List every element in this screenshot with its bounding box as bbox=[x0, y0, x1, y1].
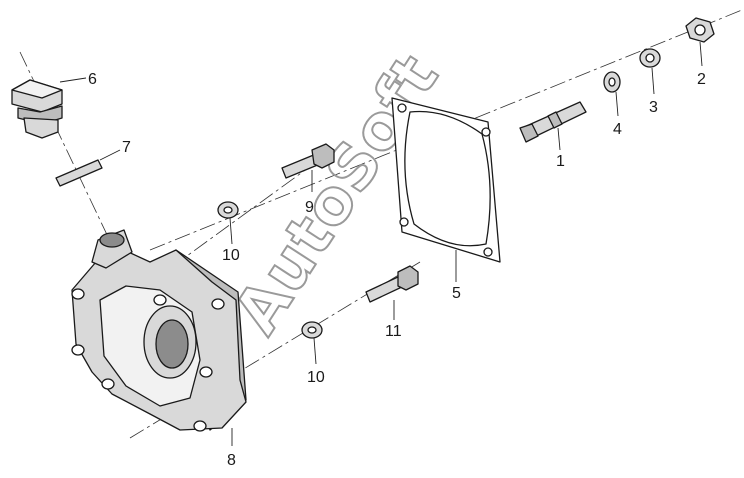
part-9-bolt bbox=[281, 143, 335, 192]
part-6-hex-coupling bbox=[11, 77, 87, 139]
part-2-hex-nut bbox=[685, 17, 715, 67]
callout-8: 8 bbox=[227, 452, 236, 469]
leader-7 bbox=[99, 149, 121, 161]
callout-1: 1 bbox=[556, 153, 565, 170]
part-11-bolt bbox=[365, 265, 419, 320]
leader-1 bbox=[557, 127, 561, 151]
part-10-washer-upper bbox=[217, 201, 239, 245]
callout-6: 6 bbox=[88, 71, 97, 88]
part-5-gasket bbox=[391, 97, 501, 282]
leader-3 bbox=[651, 67, 655, 95]
leader-10-lower bbox=[313, 337, 317, 365]
leader-4 bbox=[615, 91, 619, 117]
callout-10-upper: 10 bbox=[222, 247, 240, 264]
part-4-washer bbox=[603, 71, 621, 117]
part-1-shaft bbox=[519, 101, 587, 151]
callout-labels: 6 7 9 10 11 10 8 5 1 4 3 2 bbox=[88, 71, 706, 469]
callout-7: 7 bbox=[122, 139, 131, 156]
callout-5: 5 bbox=[452, 285, 461, 302]
part-3-lock-washer bbox=[639, 48, 661, 95]
part-10-washer-lower bbox=[301, 321, 323, 365]
part-8-housing bbox=[71, 229, 247, 446]
leader-10-upper bbox=[229, 217, 233, 245]
callout-10-lower: 10 bbox=[307, 369, 325, 386]
callout-3: 3 bbox=[649, 99, 658, 116]
callout-9: 9 bbox=[305, 199, 314, 216]
axis-bolt-9 bbox=[84, 151, 331, 331]
callout-11: 11 bbox=[385, 323, 402, 340]
callout-4: 4 bbox=[613, 121, 622, 138]
leader-2 bbox=[699, 41, 703, 67]
callout-2: 2 bbox=[697, 71, 706, 88]
part-7-pin bbox=[55, 149, 121, 187]
leader-6 bbox=[59, 77, 87, 83]
